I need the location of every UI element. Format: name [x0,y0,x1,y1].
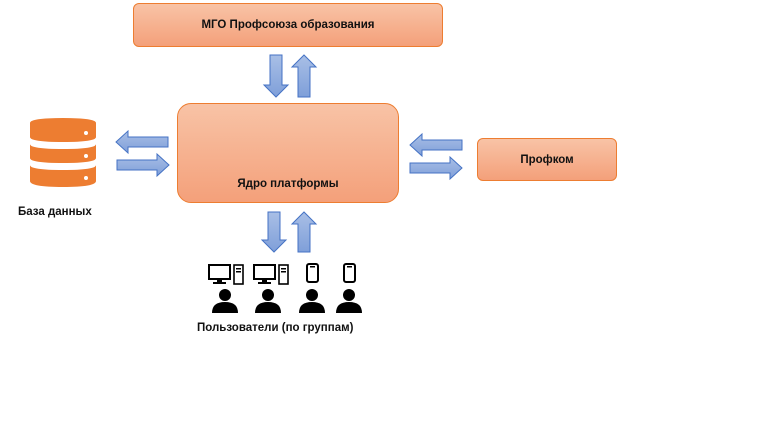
mgo-profsoyuz-label: МГО Профсоюза образования [201,19,375,31]
mobile-icon [306,263,319,283]
arrow-core-to-right [409,155,463,181]
arrow-top-to-core [262,54,290,98]
arrow-right-to-core [409,132,463,158]
profkom-label: Профком [520,153,574,166]
profkom-node: Профком [477,138,617,181]
users-label: Пользователи (по группам) [197,322,354,334]
arrow-core-to-top [290,54,318,98]
user-icon [336,289,362,313]
platform-core-node: Ядро платформы [177,103,399,203]
database-icon [30,118,96,187]
desktop-icon [253,264,289,285]
desktop-icon [208,264,244,285]
arrow-core-to-database [115,129,169,155]
mobile-icon [343,263,356,283]
database-label: База данных [18,206,92,218]
arrow-users-to-core [290,211,318,253]
user-icon [255,289,281,313]
arrow-database-to-core [116,152,170,178]
mgo-profsoyuz-node: МГО Профсоюза образования [133,3,443,47]
user-icon [212,289,238,313]
platform-core-label: Ядро платформы [237,178,339,190]
user-icon [299,289,325,313]
arrow-core-to-users [260,211,288,253]
